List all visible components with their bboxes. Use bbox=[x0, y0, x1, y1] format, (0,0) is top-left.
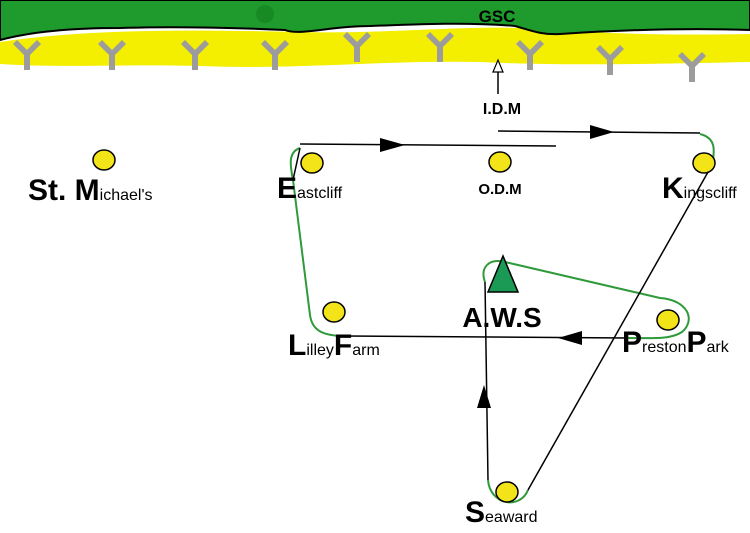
grass-area bbox=[0, 0, 750, 42]
arrow-right-icon bbox=[590, 125, 614, 139]
eastcliff-label: Eastcliff bbox=[277, 172, 343, 205]
circle-marker-icon bbox=[656, 309, 680, 331]
stops bbox=[92, 149, 716, 503]
y-groyne-icon bbox=[678, 52, 706, 82]
tree-dot bbox=[256, 5, 274, 23]
seaward-label: Seaward bbox=[465, 496, 538, 529]
idm-arrow bbox=[492, 58, 504, 94]
circle-marker-icon bbox=[322, 301, 346, 323]
y-groyne-icon bbox=[426, 32, 454, 62]
triangle-marker-icon bbox=[486, 254, 520, 293]
arrow-up-icon bbox=[477, 385, 491, 408]
y-groyne-icon bbox=[261, 40, 289, 70]
idm-label: I.D.M bbox=[483, 101, 521, 118]
kingscliff-label: Kingscliff bbox=[662, 172, 737, 205]
y-groyne-icon bbox=[596, 45, 624, 75]
st-michaels-label: St. Michael's bbox=[28, 174, 153, 207]
odm-label: O.D.M bbox=[478, 181, 521, 198]
circle-marker-icon bbox=[300, 152, 324, 174]
gsc-title: GSC bbox=[479, 7, 516, 26]
y-groyne-icon bbox=[516, 40, 544, 70]
arrow-left-icon bbox=[558, 331, 582, 345]
circle-marker-icon bbox=[488, 151, 512, 173]
arrow-right-icon bbox=[380, 138, 405, 152]
sand-strip bbox=[0, 27, 750, 67]
direction-arrows bbox=[380, 125, 614, 408]
y-groyne-icon bbox=[181, 40, 209, 70]
circle-marker-icon bbox=[92, 149, 116, 171]
preston-park-label: PrestonPark bbox=[622, 326, 730, 359]
y-groyne-icon bbox=[98, 40, 126, 70]
y-groyne-icon bbox=[343, 32, 371, 62]
circle-marker-icon bbox=[495, 481, 519, 503]
y-groyne-icon bbox=[13, 40, 41, 70]
lilley-farm-label: LilleyFarm bbox=[288, 329, 380, 362]
groyne-row bbox=[13, 32, 706, 82]
aws-label: A.W.S bbox=[462, 302, 541, 333]
route-loop-aws bbox=[482, 260, 690, 340]
route-loop-west bbox=[289, 147, 346, 337]
circle-marker-icon bbox=[692, 152, 716, 174]
